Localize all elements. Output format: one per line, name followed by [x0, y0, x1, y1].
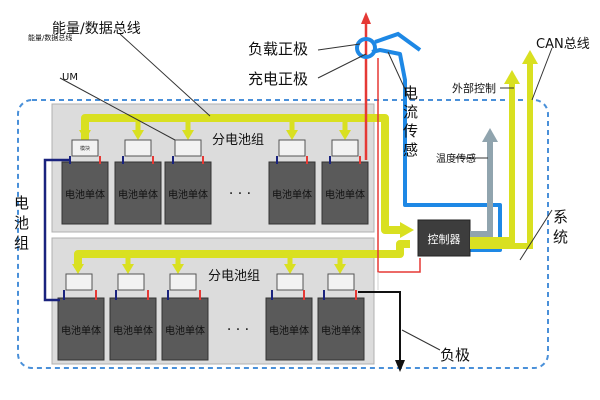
ellipsis-bottom: · · ·	[227, 322, 249, 338]
sub-pack-top-label: 分电池组	[212, 133, 264, 148]
cell	[109, 297, 157, 361]
top-cell-row: 电池单体 电池单体 电池单体 电池单体 电池单体 模块	[61, 139, 369, 225]
energy-bus-bottom	[72, 240, 410, 274]
um-label: UM	[62, 72, 78, 83]
cell	[268, 161, 316, 225]
cell-label: 电池单体	[65, 188, 105, 201]
charge-positive-label: 充电正极	[248, 70, 308, 88]
cell	[317, 297, 365, 361]
battery-pack-label: 电 池 组	[14, 194, 34, 252]
cell	[321, 161, 369, 225]
cell-label: 电池单体	[113, 324, 153, 337]
cell	[161, 297, 209, 361]
bms-module-label: 模块	[80, 145, 90, 152]
cell-label: 电池单体	[165, 324, 205, 337]
cell	[57, 297, 105, 361]
load-positive-wire	[361, 12, 421, 273]
external-control-label: 外部控制	[452, 81, 496, 95]
cell-label: 电池单体	[168, 188, 208, 201]
system-border	[17, 99, 549, 369]
cell-label: 电池单体	[269, 324, 309, 337]
cell	[164, 161, 212, 225]
negative-link-left	[43, 158, 70, 302]
energy-bus-label: 能量/数据总线	[52, 21, 141, 37]
ellipsis-top: · · ·	[229, 186, 251, 202]
load-positive-label: 负载正极	[248, 40, 308, 58]
can-bus-label: CAN总线	[536, 37, 590, 52]
temperature-sensing-label: 温度传感	[436, 152, 476, 165]
cell-label: 电池单体	[61, 324, 101, 337]
controller-outputs	[470, 50, 538, 249]
current-sensing-label: 电 流 传 感	[403, 84, 423, 159]
leader-lines	[59, 33, 553, 351]
negative-output-line	[358, 291, 401, 362]
bottom-cell-row: 电池单体 电池单体 电池单体 电池单体 电池单体	[57, 273, 365, 361]
negative-label: 负极	[440, 346, 470, 364]
bus-tag-small: 能量/数据总线	[28, 33, 72, 42]
cell	[265, 297, 313, 361]
cell	[61, 161, 109, 225]
sub-pack-bottom-label: 分电池组	[208, 269, 260, 284]
cell-label: 电池单体	[325, 188, 365, 201]
current-sensing-text: 电 流 传 感	[403, 84, 423, 159]
cell-label: 电池单体	[118, 188, 158, 201]
cell	[114, 161, 162, 225]
cell-label: 电池单体	[272, 188, 312, 201]
cell-label: 电池单体	[321, 324, 361, 337]
system-label: 系 统	[553, 208, 573, 246]
controller-label: 控制器	[428, 232, 461, 246]
